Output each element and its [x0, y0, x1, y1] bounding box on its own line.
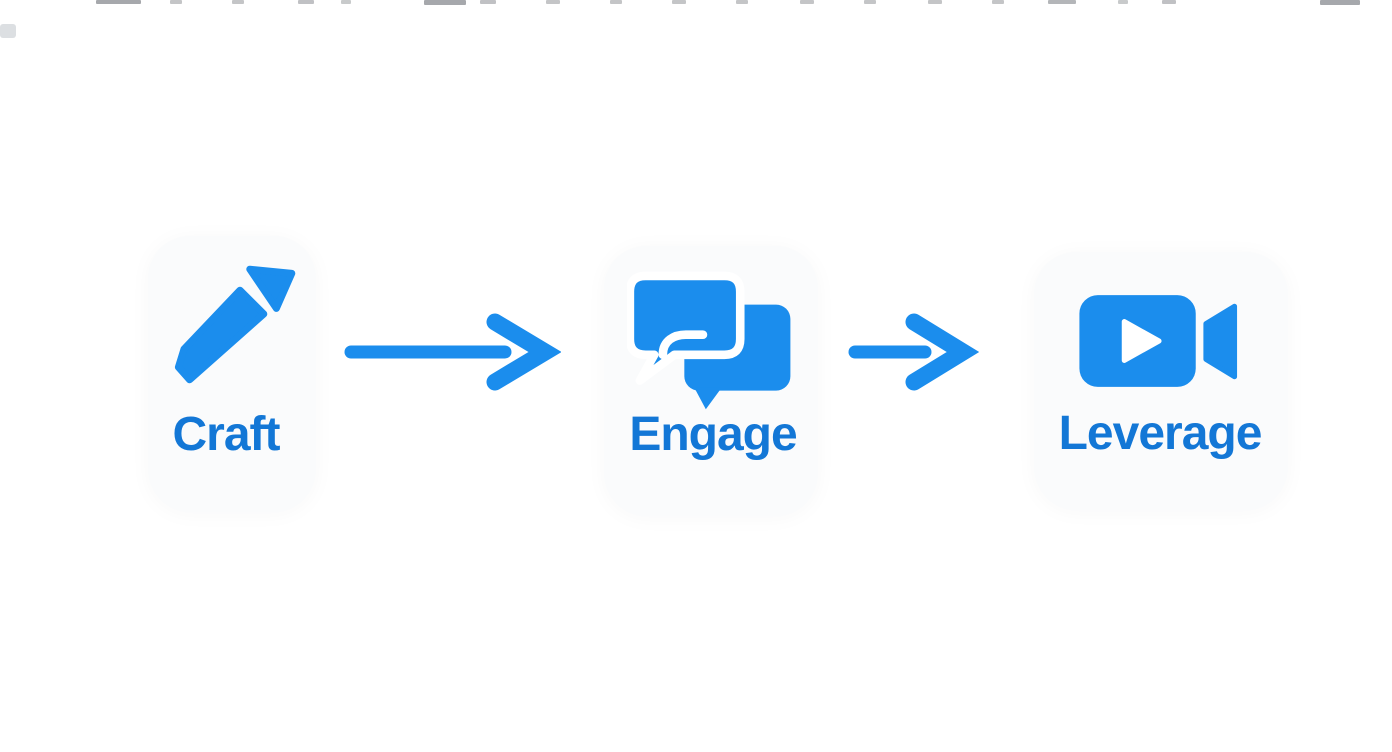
top-edge-artifact — [424, 0, 466, 5]
top-edge-artifact — [1162, 0, 1176, 4]
top-edge-artifact — [800, 0, 814, 4]
step-label-engage: Engage — [629, 408, 797, 461]
step-label-craft: Craft — [172, 408, 280, 461]
pencil-icon — [174, 265, 296, 384]
top-edge-artifact — [170, 0, 182, 4]
top-edge-artifact — [546, 0, 560, 4]
top-edge-artifact — [610, 0, 622, 4]
top-edge-artifact — [96, 0, 141, 4]
top-edge-artifact — [736, 0, 748, 4]
top-edge-artifact — [864, 0, 876, 4]
top-edge-artifact — [298, 0, 314, 4]
top-edge-artifact — [992, 0, 1004, 4]
top-edge-artifact — [1048, 0, 1076, 4]
top-edge-artifact — [672, 0, 686, 4]
arrow-right-icon — [848, 313, 979, 391]
arrow-right-icon — [344, 313, 561, 391]
top-edge-artifact — [480, 0, 496, 4]
chat-bubbles-icon — [627, 271, 791, 410]
top-edge-artifact — [1118, 0, 1128, 4]
step-label-leverage: Leverage — [1058, 407, 1263, 460]
top-edge-artifact — [1320, 0, 1360, 5]
top-edge-artifact — [928, 0, 942, 4]
video-camera-icon — [1079, 295, 1238, 387]
top-edge-artifact — [341, 0, 351, 4]
left-edge-artifact — [0, 24, 16, 38]
top-edge-artifact — [232, 0, 244, 4]
